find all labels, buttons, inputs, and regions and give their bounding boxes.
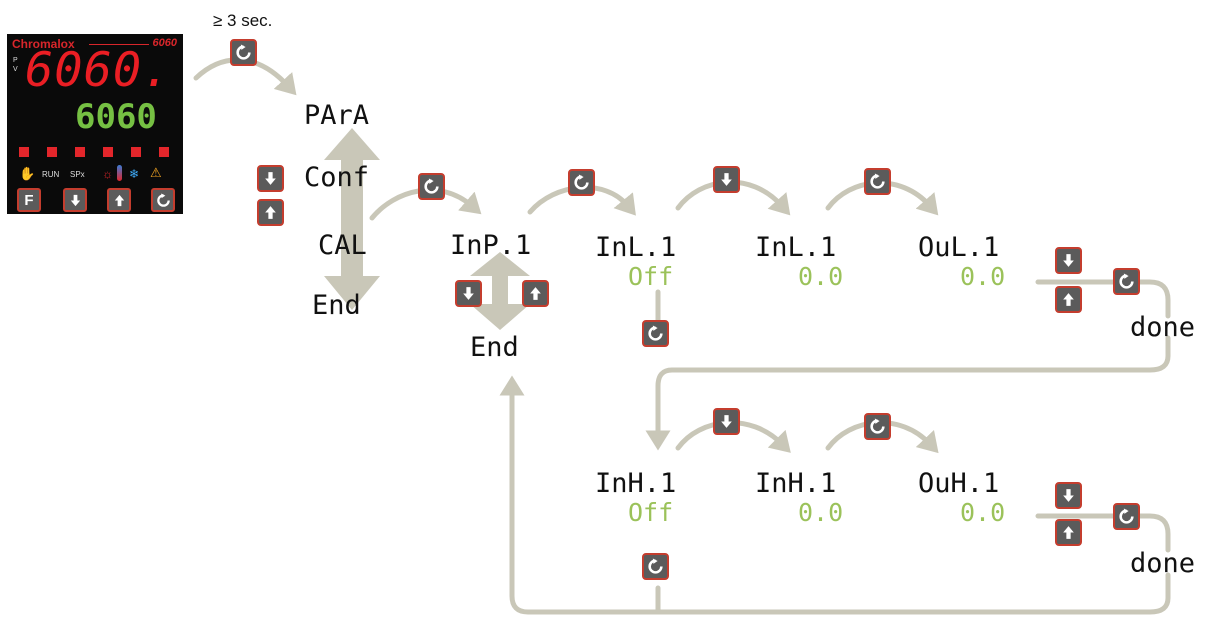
output-led-1	[19, 147, 29, 157]
controller-faceplate: Chromalox 6060 P V 6060. 6060 ✋ RUN SPx …	[7, 34, 183, 214]
cycle-key-inl	[864, 168, 891, 195]
thermometer-icon	[117, 165, 122, 181]
row1-step1-value: Off	[628, 262, 674, 291]
down-arrow-icon	[1063, 254, 1074, 267]
f-key[interactable]: F	[17, 188, 41, 212]
row2-done: done	[1130, 548, 1196, 579]
row2-step3-label: OuH.1	[918, 468, 1000, 499]
manual-hand-icon: ✋	[19, 166, 36, 181]
row1-step1-label: InL.1	[595, 232, 677, 263]
down-arrow-icon	[721, 173, 732, 186]
output-led-2	[47, 147, 57, 157]
cycle-key[interactable]	[151, 188, 175, 212]
cycle-arrow-icon	[648, 558, 663, 574]
down-arrow-icon	[1063, 489, 1074, 502]
cycle-key-off2	[642, 553, 669, 580]
model-number: 6060	[152, 37, 177, 49]
down-key-main	[257, 165, 284, 192]
output-led-4	[103, 147, 113, 157]
loop-back-to-end	[499, 375, 1171, 615]
row2-step3-value: 0.0	[960, 498, 1006, 527]
row1-step2-label: InL.1	[755, 232, 837, 263]
cycle-arrow-icon	[1119, 508, 1134, 524]
cool-icon: ❄	[129, 167, 140, 181]
down-arrow-icon	[265, 172, 276, 185]
row1-step3-value: 0.0	[960, 262, 1006, 291]
alarm-icon: ⚠	[150, 165, 162, 180]
cycle-key-off	[642, 320, 669, 347]
down-key-inl	[713, 166, 740, 193]
cycle-key-hold	[230, 39, 257, 66]
menu-item-cal: CAL	[318, 230, 367, 261]
down-key-inh	[713, 408, 740, 435]
up-arrow-icon	[530, 287, 541, 300]
line-ouh-to-done	[1035, 513, 1171, 553]
cycle-key-oul	[1113, 268, 1140, 295]
down-key-cal	[455, 280, 482, 307]
run-indicator: RUN	[42, 170, 60, 179]
brand-divider	[89, 44, 149, 45]
row1-step3-label: OuL.1	[918, 232, 1000, 263]
sv-display: 6060	[75, 97, 157, 137]
cycle-arrow-icon	[870, 418, 885, 434]
cycle-key-inh	[864, 413, 891, 440]
cycle-arrow-icon	[1119, 273, 1134, 289]
up-arrow-icon	[114, 194, 124, 206]
up-key-oul	[1055, 286, 1082, 313]
up-arrow-icon	[1063, 293, 1074, 306]
up-arrow-icon	[1063, 526, 1074, 539]
brand-logo: Chromalox	[12, 37, 75, 51]
cycle-key-ouh	[1113, 503, 1140, 530]
output-led-3	[75, 147, 85, 157]
hold-duration-note: ≥ 3 sec.	[213, 11, 273, 30]
down-key-oul	[1055, 247, 1082, 274]
row2-step2-label: InH.1	[755, 468, 837, 499]
down-arrow-icon	[721, 415, 732, 428]
row2-step2-value: 0.0	[798, 498, 844, 527]
down-arrow-icon	[70, 194, 80, 206]
cal-scroll-bar	[470, 252, 530, 330]
pv-display: 6060.	[25, 43, 172, 98]
down-arrow-icon	[463, 287, 474, 300]
row1-step2-value: 0.0	[798, 262, 844, 291]
pv-label: P V	[13, 57, 18, 73]
row1-done: done	[1130, 312, 1196, 343]
menu-scroll-bar	[324, 128, 380, 310]
down-key[interactable]	[63, 188, 87, 212]
up-key-ouh	[1055, 519, 1082, 546]
loop-done-to-row2	[645, 335, 1171, 451]
heat-icon: ☼	[102, 167, 113, 181]
output-led-5	[131, 147, 141, 157]
cycle-arrow-icon	[870, 173, 885, 189]
cal-item-inp1: InP.1	[450, 230, 532, 261]
menu-item-conf: Conf	[304, 162, 370, 193]
menu-item-end: End	[312, 290, 361, 321]
row2-step1-value: Off	[628, 498, 674, 527]
up-arrow-icon	[265, 206, 276, 219]
cycle-arrow-icon	[574, 174, 589, 190]
cycle-arrow-icon	[156, 192, 170, 207]
line-oul-to-done	[1035, 279, 1171, 319]
cycle-arrow-icon	[236, 44, 251, 60]
row2-step1-label: InH.1	[595, 468, 677, 499]
cycle-key-cal	[418, 173, 445, 200]
setpoint-indicator: SPx	[70, 170, 85, 179]
up-key-cal	[522, 280, 549, 307]
down-key-ouh	[1055, 482, 1082, 509]
cycle-arrow-icon	[648, 325, 663, 341]
cycle-arrow-icon	[424, 178, 439, 194]
menu-item-para: PArA	[304, 100, 370, 131]
up-key-main	[257, 199, 284, 226]
up-key[interactable]	[107, 188, 131, 212]
cal-item-end: End	[470, 332, 519, 363]
output-led-6	[159, 147, 169, 157]
cycle-key-inp	[568, 169, 595, 196]
